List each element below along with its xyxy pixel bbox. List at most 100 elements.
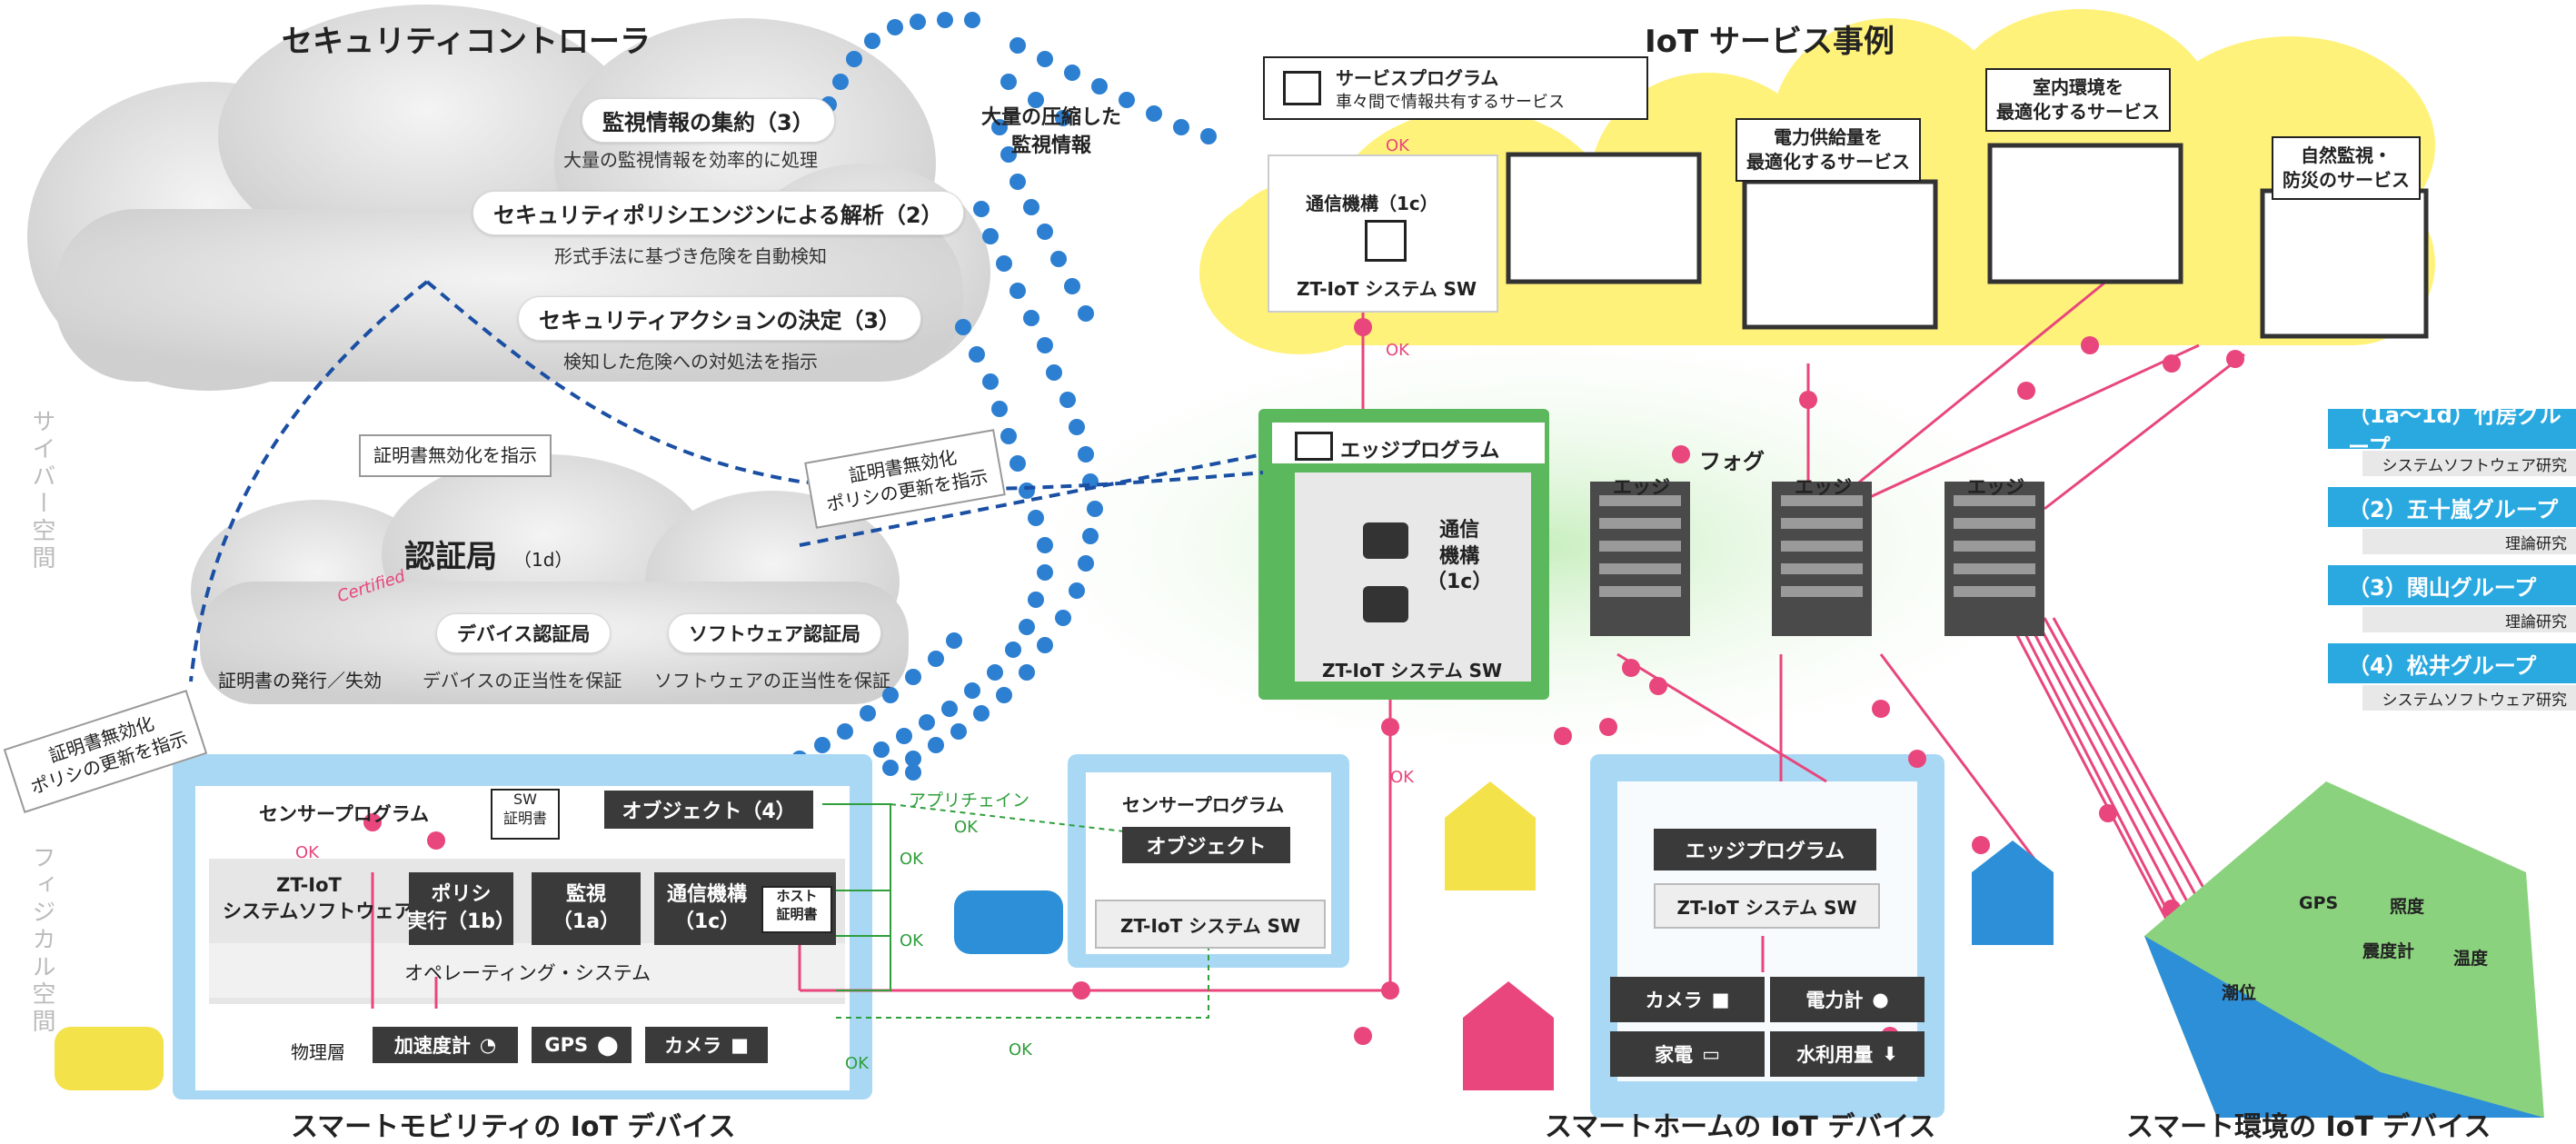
ok-label: OK [295, 843, 319, 862]
policy-exec: ポリシ 実行（1b） [407, 872, 515, 945]
ok-label: OK [1390, 768, 1414, 787]
car-icon [1363, 586, 1408, 622]
group-sekiyama-sub: 理論研究 [2362, 607, 2576, 632]
camera-icon: ■ [731, 1034, 749, 1056]
physical-space-label: フィジカル空間 [28, 845, 55, 1036]
houses [1445, 781, 2054, 1090]
group-igarashi: （2）五十嵐グループ [2328, 487, 2576, 527]
ok-label: OK [1386, 136, 1409, 155]
cyber-space-label: サイバー空間 [28, 409, 55, 572]
security-item-3: セキュリティアクションの決定（3） [518, 296, 922, 341]
compressed-info-label: 大量の圧縮した 監視情報 [981, 106, 1122, 157]
security-item-1: 監視情報の集約（3） [582, 98, 835, 143]
env-temp: 温度 [2453, 949, 2489, 969]
home-sw: ZT-IoT システム SW [1654, 883, 1880, 929]
monitor: 監視 （1a） [532, 872, 641, 945]
env-tide: 潮位 [2222, 983, 2257, 1003]
ok-label: OK [900, 850, 923, 869]
security-item-2-desc: 形式手法に基づき危険を自動検知 [554, 245, 827, 267]
physical-layer: 物理層 [291, 1041, 345, 1063]
bulb-icon: ● [1872, 989, 1889, 1010]
security-item-1-desc: 大量の監視情報を効率的に処理 [563, 149, 818, 171]
edge-label: エッジ [1613, 476, 1670, 498]
camera-sensor: カメラ ■ [645, 1027, 768, 1063]
env-seismo: 震度計 [2362, 941, 2415, 961]
device-ca: デバイス認証局 [436, 613, 612, 653]
fog-label: フォグ [1699, 449, 1765, 474]
home-camera: カメラ ■ [1610, 977, 1765, 1022]
software-ca: ソフトウェア認証局 [668, 613, 881, 653]
gps-label: GPS [544, 1034, 589, 1056]
security-controller-title: セキュリティコントローラ [282, 24, 651, 60]
revoke-note-top: 証明書無効化を指示 [359, 434, 552, 477]
fog-edge-program: エッジプログラム [1340, 440, 1500, 463]
mobility-title: スマートモビリティの IoT デバイス [291, 1111, 736, 1143]
home-water: 水利用量 ⬇ [1770, 1031, 1925, 1077]
sw-cert: SW 証明書 [491, 789, 560, 840]
home-water-label: 水利用量 [1796, 1044, 1874, 1066]
indoor-service: 室内環境を 最適化するサービス [1985, 68, 2171, 132]
ok-label: OK [1009, 1040, 1032, 1059]
pin-icon: ⬤ [597, 1034, 619, 1056]
service-comm-box: 通信機構（1c） ZT-IoT システム SW [1268, 154, 1498, 313]
device-ca-desc: デバイスの正当性を保証 [423, 670, 622, 691]
ca-issue: 証明書の発行／失効 [218, 670, 382, 691]
mobility2-sensor-program: センサープログラム [1122, 794, 1285, 816]
ok-label: OK [954, 818, 978, 837]
clock-icon: ◔ [479, 1034, 497, 1056]
mobility-os-label: ZT-IoT システムソフトウェア [223, 874, 413, 923]
iot-service-title: IoT サービス事例 [1645, 24, 1895, 60]
home-edge-program: エッジプログラム [1654, 829, 1876, 870]
edge-label: エッジ [1795, 476, 1852, 498]
nature-service: 自然監視・ 防災のサービス [2272, 136, 2421, 200]
mobility-sensor-program: センサープログラム [259, 803, 430, 825]
env-illum: 照度 [2390, 897, 2425, 917]
ca-title: 認証局 [404, 539, 497, 575]
edge-label: エッジ [1967, 476, 2024, 498]
comm-icon [1365, 220, 1407, 262]
env-gps: GPS [2299, 893, 2339, 913]
faucet-icon: ⬇ [1882, 1043, 1898, 1065]
service-comm: 通信機構（1c） [1306, 193, 1438, 214]
security-item-2: セキュリティポリシエンジンによる解析（2） [472, 191, 964, 235]
gps-sensor: GPS ⬤ [532, 1027, 632, 1063]
home-appliance-label: 家電 [1655, 1044, 1694, 1066]
fog-comm: 通信 機構 （1c） [1427, 519, 1493, 594]
appchain-label: アプリチェイン [909, 791, 1030, 811]
service-program: サービスプログラム [1336, 67, 1499, 89]
group-matsui-sub: システムソフトウェア研究 [2362, 685, 2576, 711]
ca-suffix: （1d） [513, 549, 573, 571]
cloud-icon [1363, 522, 1408, 559]
camera-icon: ■ [1711, 989, 1730, 1010]
home-title: スマートホームの IoT デバイス [1545, 1111, 1936, 1143]
home-camera-label: カメラ [1645, 990, 1703, 1011]
accelerometer: 加速度計 ◔ [373, 1027, 518, 1063]
operating-system: オペレーティング・システム [404, 962, 651, 984]
program-icon [1283, 71, 1321, 105]
accelerometer-label: 加速度計 [393, 1035, 471, 1057]
group-takefusa-sub: システムソフトウェア研究 [2362, 451, 2576, 476]
service-program-box: サービスプログラム 車々間で情報共有するサービス [1263, 56, 1648, 120]
environment-title: スマート環境の IoT デバイス [2126, 1111, 2491, 1143]
security-item-3-desc: 検知した危険への対処法を指示 [563, 351, 818, 373]
mobility2-object: オブジェクト [1122, 827, 1290, 863]
host-cert: ホスト 証明書 [761, 886, 832, 933]
edge-servers [1590, 482, 2044, 636]
camera-label: カメラ [664, 1035, 722, 1057]
compressed-monitoring-stream [701, 12, 1217, 808]
mobility2-sw: ZT-IoT システム SW [1095, 900, 1326, 949]
group-takefusa: （1a〜1d）竹房グループ [2328, 403, 2576, 460]
power-service: 電力供給量を 最適化するサービス [1736, 118, 1921, 182]
ok-label: OK [1386, 341, 1409, 360]
ok-label: OK [845, 1054, 869, 1073]
program-icon [1295, 432, 1333, 461]
home-appliance: 家電 ▭ [1610, 1031, 1765, 1077]
service-sw: ZT-IoT システム SW [1297, 278, 1477, 300]
home-power-label: 電力計 [1805, 990, 1864, 1011]
group-sekiyama: （3）関山グループ [2328, 565, 2576, 605]
group-matsui: （4）松井グループ [2328, 643, 2576, 683]
service-program-desc: 車々間で情報共有するサービス [1336, 93, 1565, 112]
group-igarashi-sub: 理論研究 [2362, 529, 2576, 554]
monitor-icon: ▭ [1702, 1043, 1720, 1065]
fog-sw: ZT-IoT システム SW [1322, 660, 1503, 681]
